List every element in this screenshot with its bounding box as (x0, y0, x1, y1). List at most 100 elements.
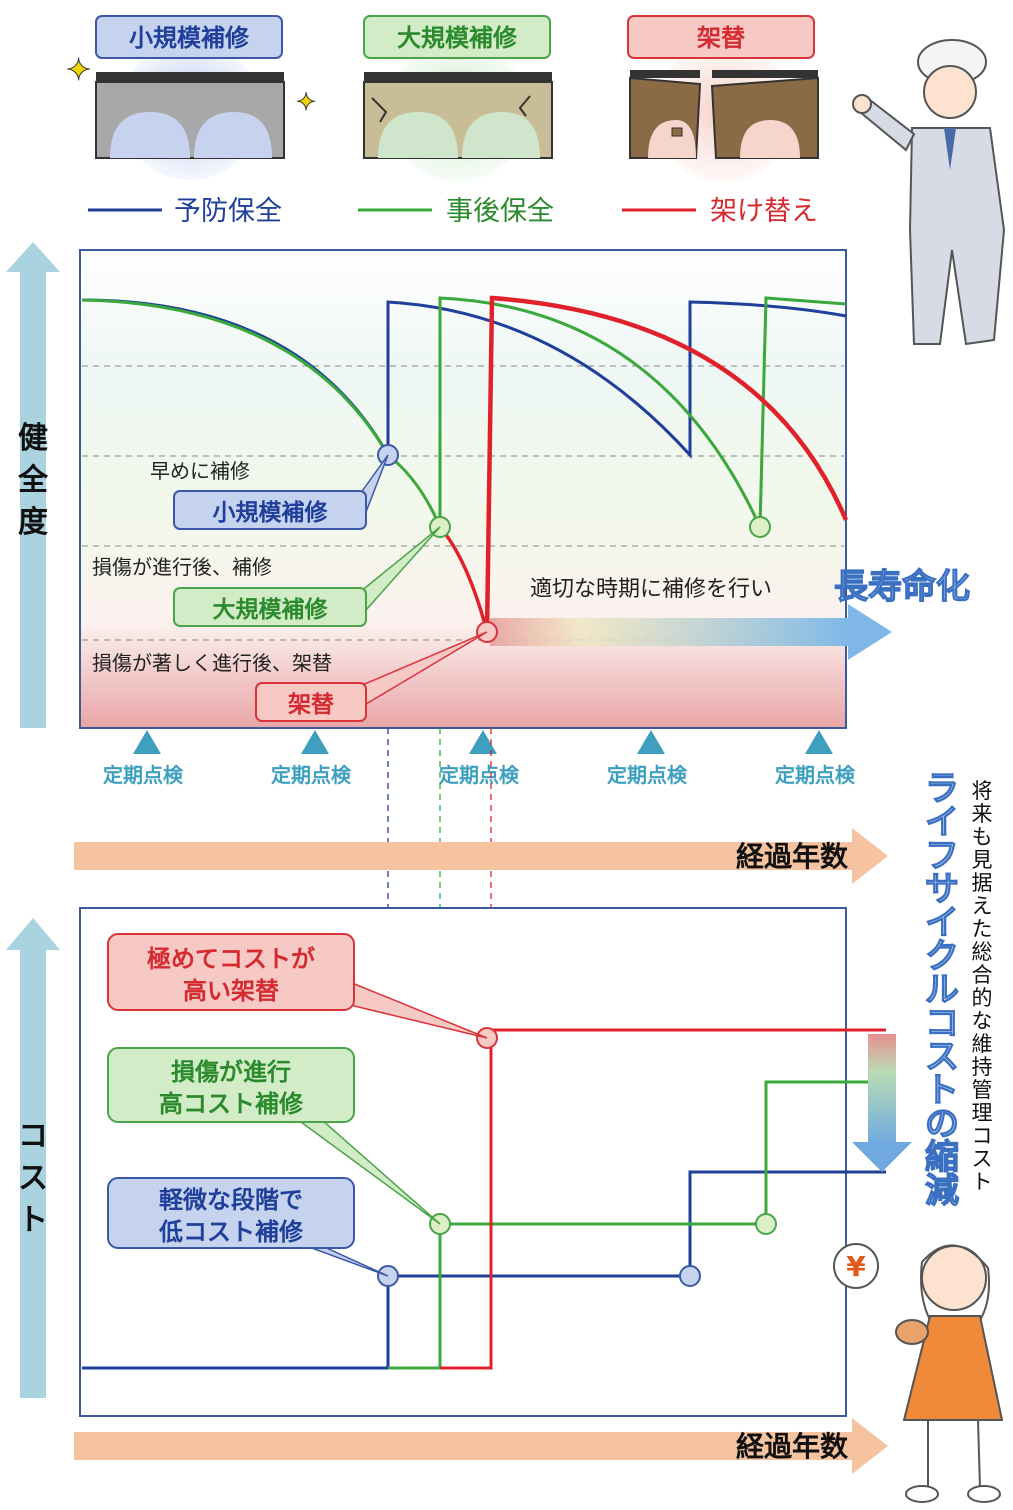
cost-reduction-arrow (868, 1034, 896, 1144)
yen-icon: ¥ (833, 1243, 879, 1289)
sparkle-icon: ✦ (66, 53, 91, 88)
lcc-reduction-text: ライフサイクルコストの縮減 (925, 769, 959, 1211)
total-cost-text-char: 維 (972, 1032, 993, 1056)
bridge-major-illustration (363, 42, 553, 182)
major-repair-point-2 (749, 516, 771, 538)
callout-minor-label: 小規模補修 (213, 499, 329, 526)
cost-axis-label-char: ス (18, 1161, 48, 1196)
health-axis-label-char: 健 (18, 421, 48, 456)
cost-callout-replace-line2: 高い架替 (183, 977, 279, 1005)
legend-label-corrective: 事後保全 (446, 196, 554, 227)
woman-illustration: ¥ (833, 1243, 1004, 1503)
callout-major-label: 大規模補修 (213, 596, 329, 623)
health-axis-label-char: 全 (17, 463, 49, 498)
cost-callout-major: 損傷が進行 高コスト補修 (107, 1047, 441, 1225)
health-axis-label-char: 度 (18, 505, 48, 540)
inspection-triangle-icon (805, 730, 833, 754)
health-gridlines (82, 365, 844, 641)
wallet-icon (895, 1319, 929, 1345)
note-after-severe: 損傷が著しく進行後、架替 (92, 651, 332, 675)
total-cost-text-char: な (972, 1009, 993, 1033)
long-life-arrow (490, 618, 850, 646)
long-life-text: 適切な時期に補修を行い (530, 577, 772, 602)
total-cost-text-char: 据 (972, 871, 993, 895)
legend: 予防保全 事後保全 架け替え (88, 196, 818, 227)
lcc-reduction-text-char: ル (925, 970, 959, 1010)
note-after-progress: 損傷が進行後、補修 (92, 555, 272, 579)
inspection-marker: 定期点検 (439, 730, 520, 787)
cost-axis-arrow (20, 948, 46, 1398)
cost-point-minor-2 (679, 1265, 701, 1287)
inspection-label: 定期点検 (103, 763, 184, 787)
total-cost-text-char: 持 (972, 1055, 993, 1079)
inspection-marker: 定期点検 (103, 730, 184, 787)
corrective-curve-cycle (438, 296, 847, 528)
corrective-curve-initial (81, 298, 442, 528)
callout-minor: 小規模補修 (173, 454, 389, 530)
years-label-cost: 経過年数 (736, 1430, 849, 1463)
cost-chart: コスト 極めてコストが 高い架替 損傷が進行 高コスト補修 軽微な段階で 低 (6, 907, 912, 1417)
lcc-reduction-text-char: 減 (925, 1171, 959, 1211)
replacement-curve-cycle (484, 295, 849, 633)
total-cost-text-char: た (972, 917, 993, 941)
inspection-triangle-icon (133, 730, 161, 754)
cost-line-replacement (440, 1028, 886, 1370)
lcc-reduction-text-char: の (925, 1104, 959, 1144)
lcc-reduction-text-char: イ (925, 803, 959, 843)
cost-callout-minor-line2: 低コスト補修 (158, 1218, 304, 1246)
lcc-reduction-text-char: コ (925, 1004, 959, 1044)
total-cost-text-char: 見 (972, 848, 993, 872)
health-axis-label: 健全度 (17, 421, 49, 540)
long-life-emphasis: 長寿命化 (834, 567, 970, 607)
cost-callout-minor-line1: 軽微な段階で (159, 1186, 303, 1214)
cost-callout-major-line2: 高コスト補修 (159, 1090, 304, 1118)
cost-axis-label-char: コ (18, 1119, 48, 1154)
callout-replace: 架替 (255, 631, 488, 722)
bridge-minor-illustration: ✦ ✦ (66, 40, 317, 180)
total-cost-text-char: 理 (972, 1101, 993, 1125)
health-plot-area (79, 249, 847, 729)
lcc-reduction-text-char: フ (925, 836, 959, 876)
total-cost-text-char: 的 (972, 986, 993, 1010)
lcc-reduction-text-char: イ (925, 903, 959, 943)
total-cost-text-char: 合 (972, 963, 993, 987)
total-cost-text-char: も (972, 825, 993, 849)
cost-callout-replace: 極めてコストが 高い架替 (107, 933, 488, 1039)
total-cost-text: 将来も見据えた総合的な維持管理コスト (972, 779, 993, 1194)
lcc-reduction-text-char: ラ (925, 769, 959, 809)
cost-line-corrective (388, 1080, 886, 1370)
svg-text:¥: ¥ (846, 1250, 866, 1283)
lcc-reduction-text-char: 縮 (925, 1138, 959, 1178)
inspection-label: 定期点検 (271, 763, 352, 787)
total-cost-text-char: ト (972, 1170, 993, 1194)
inspection-marker: 定期点検 (775, 730, 856, 787)
inspection-label: 定期点検 (775, 763, 856, 787)
sparkle-icon: ✦ (296, 88, 316, 116)
engineer-illustration (852, 39, 1006, 346)
health-axis-arrow (20, 270, 46, 728)
major-repair-tag-label: 大規模補修 (397, 24, 518, 52)
health-chart: 健全度 早めに補修 損傷が進行後、補修 損傷が著しく進行後、架替 (6, 242, 971, 787)
cost-callout-major-line1: 損傷が進行 (171, 1058, 291, 1086)
callout-replace-label: 架替 (288, 692, 334, 718)
total-cost-text-char: え (972, 894, 993, 918)
total-cost-text-char: 将 (972, 779, 993, 803)
inspection-marker: 定期点検 (271, 730, 352, 787)
cost-line-preventive (82, 1170, 886, 1370)
inspection-triangle-icon (637, 730, 665, 754)
lcc-reduction-text-char: ト (925, 1071, 959, 1111)
total-cost-text-char: コ (972, 1124, 993, 1148)
bridge-replacement-illustration (629, 42, 819, 182)
lcc-reduction-text-char: サ (925, 870, 959, 910)
lcc-reduction-text-char: ク (925, 937, 959, 977)
cost-callout-minor: 軽微な段階で 低コスト補修 (107, 1177, 389, 1277)
years-arrow-health: 経過年数 (74, 828, 888, 884)
years-arrow-cost: 経過年数 (74, 1418, 888, 1474)
minor-repair-tag: 小規模補修 (95, 15, 283, 59)
inspection-label: 定期点検 (607, 763, 688, 787)
preventive-curve-cycle (386, 300, 847, 459)
cost-axis-label-char: ト (18, 1203, 48, 1238)
years-label-health: 経過年数 (736, 840, 849, 873)
legend-label-preventive: 予防保全 (174, 196, 282, 227)
